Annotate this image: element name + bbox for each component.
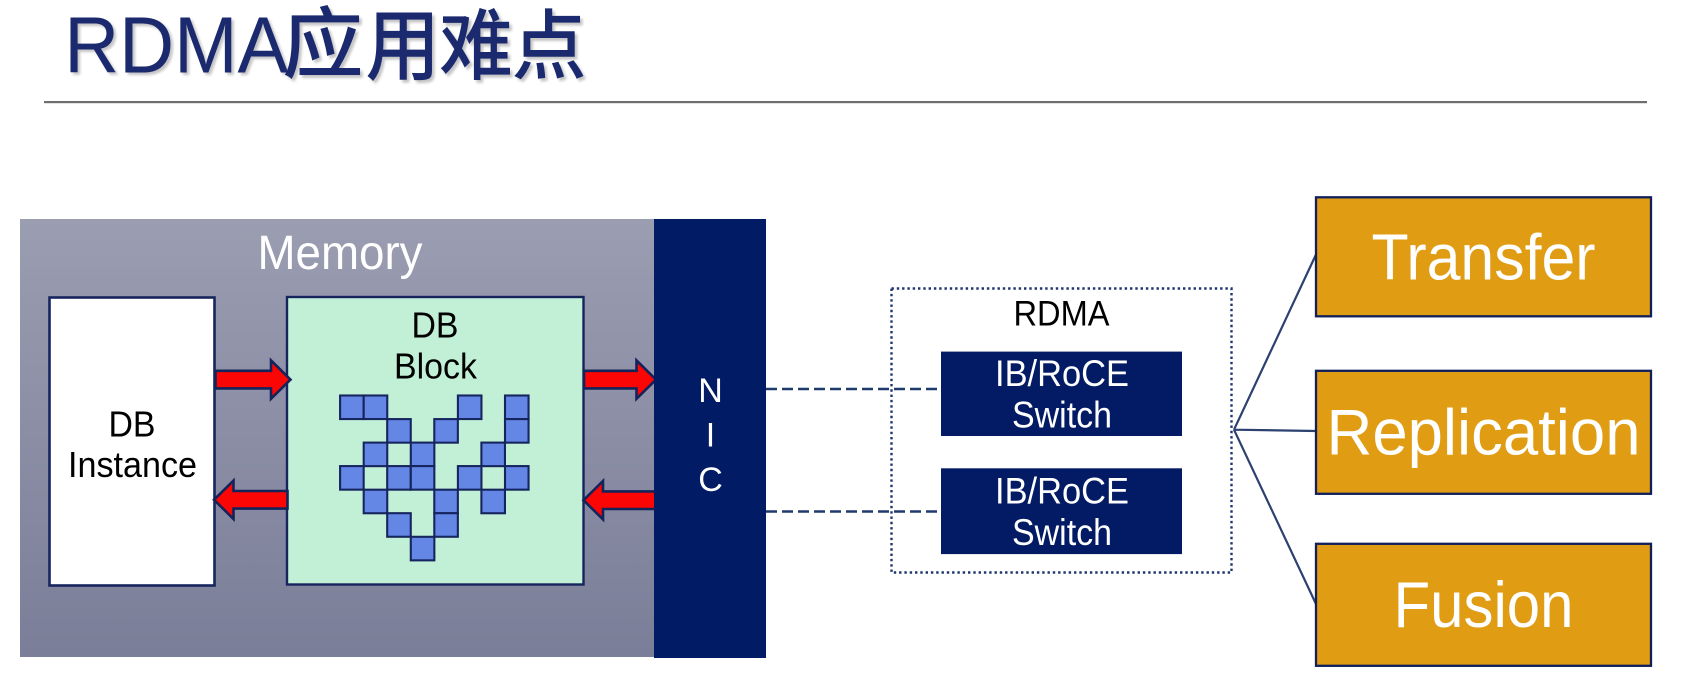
svg-text:RDMA: RDMA [67, 3, 292, 92]
svg-text:RDMA: RDMA [1014, 294, 1110, 334]
svg-text:Block: Block [394, 345, 478, 386]
svg-text:Switch: Switch [1012, 393, 1112, 435]
svg-text:Instance: Instance [68, 444, 197, 485]
svg-text:Transfer: Transfer [1372, 221, 1596, 294]
svg-text:I: I [706, 417, 715, 455]
svg-text:Switch: Switch [1012, 511, 1112, 553]
svg-text:Fusion: Fusion [1394, 568, 1574, 641]
svg-text:DB: DB [109, 403, 156, 444]
svg-text:DB: DB [412, 304, 459, 345]
svg-text:N: N [698, 372, 723, 410]
svg-text:Replication: Replication [1327, 396, 1641, 469]
svg-text:IB/RoCE: IB/RoCE [995, 470, 1129, 512]
svg-text:Memory: Memory [258, 227, 423, 280]
svg-text:IB/RoCE: IB/RoCE [995, 352, 1129, 394]
svg-text:RDMA: RDMA [64, 0, 289, 89]
svg-text:C: C [698, 461, 723, 499]
